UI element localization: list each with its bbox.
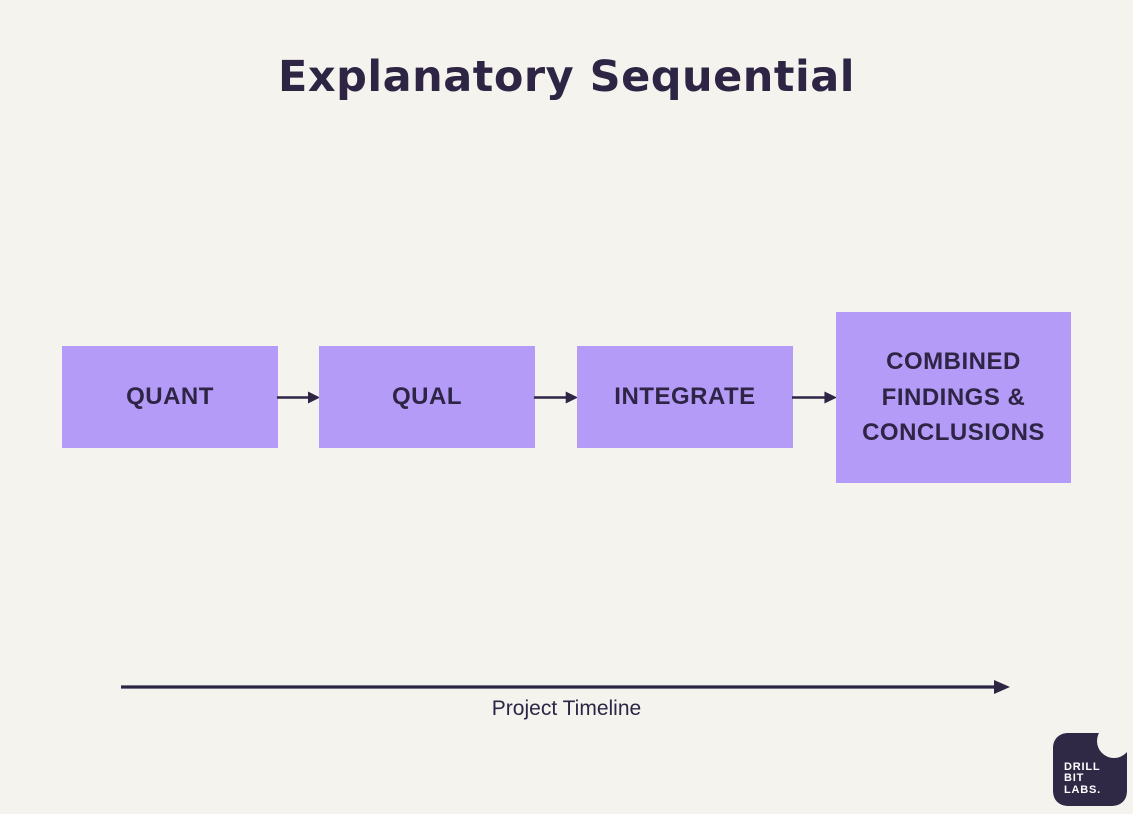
logo-line: LABS. xyxy=(1064,783,1101,796)
right-arrow-icon xyxy=(534,390,578,405)
flow-step-integrate: INTEGRATE xyxy=(577,346,793,448)
logo-line: BIT xyxy=(1064,772,1085,784)
logo-line: DRILL xyxy=(1064,760,1101,773)
right-arrow-icon xyxy=(792,390,837,405)
page-title: Explanatory Sequential xyxy=(278,52,855,102)
drill-bit-labs-logo: DRILL BIT LABS. xyxy=(1053,733,1127,806)
logo-wordmark: DRILL BIT LABS. xyxy=(1064,760,1101,797)
flow-step-quant: QUANT xyxy=(62,346,278,448)
right-arrow-icon xyxy=(277,390,320,405)
timeline-label: Project Timeline xyxy=(491,697,642,720)
flow-step-combined-findings: COMBINED FINDINGS & CONCLUSIONS xyxy=(836,312,1071,483)
timeline-arrow-icon xyxy=(121,680,1010,694)
flow-step-qual: QUAL xyxy=(319,346,535,448)
logo-shape-icon xyxy=(1053,733,1127,806)
